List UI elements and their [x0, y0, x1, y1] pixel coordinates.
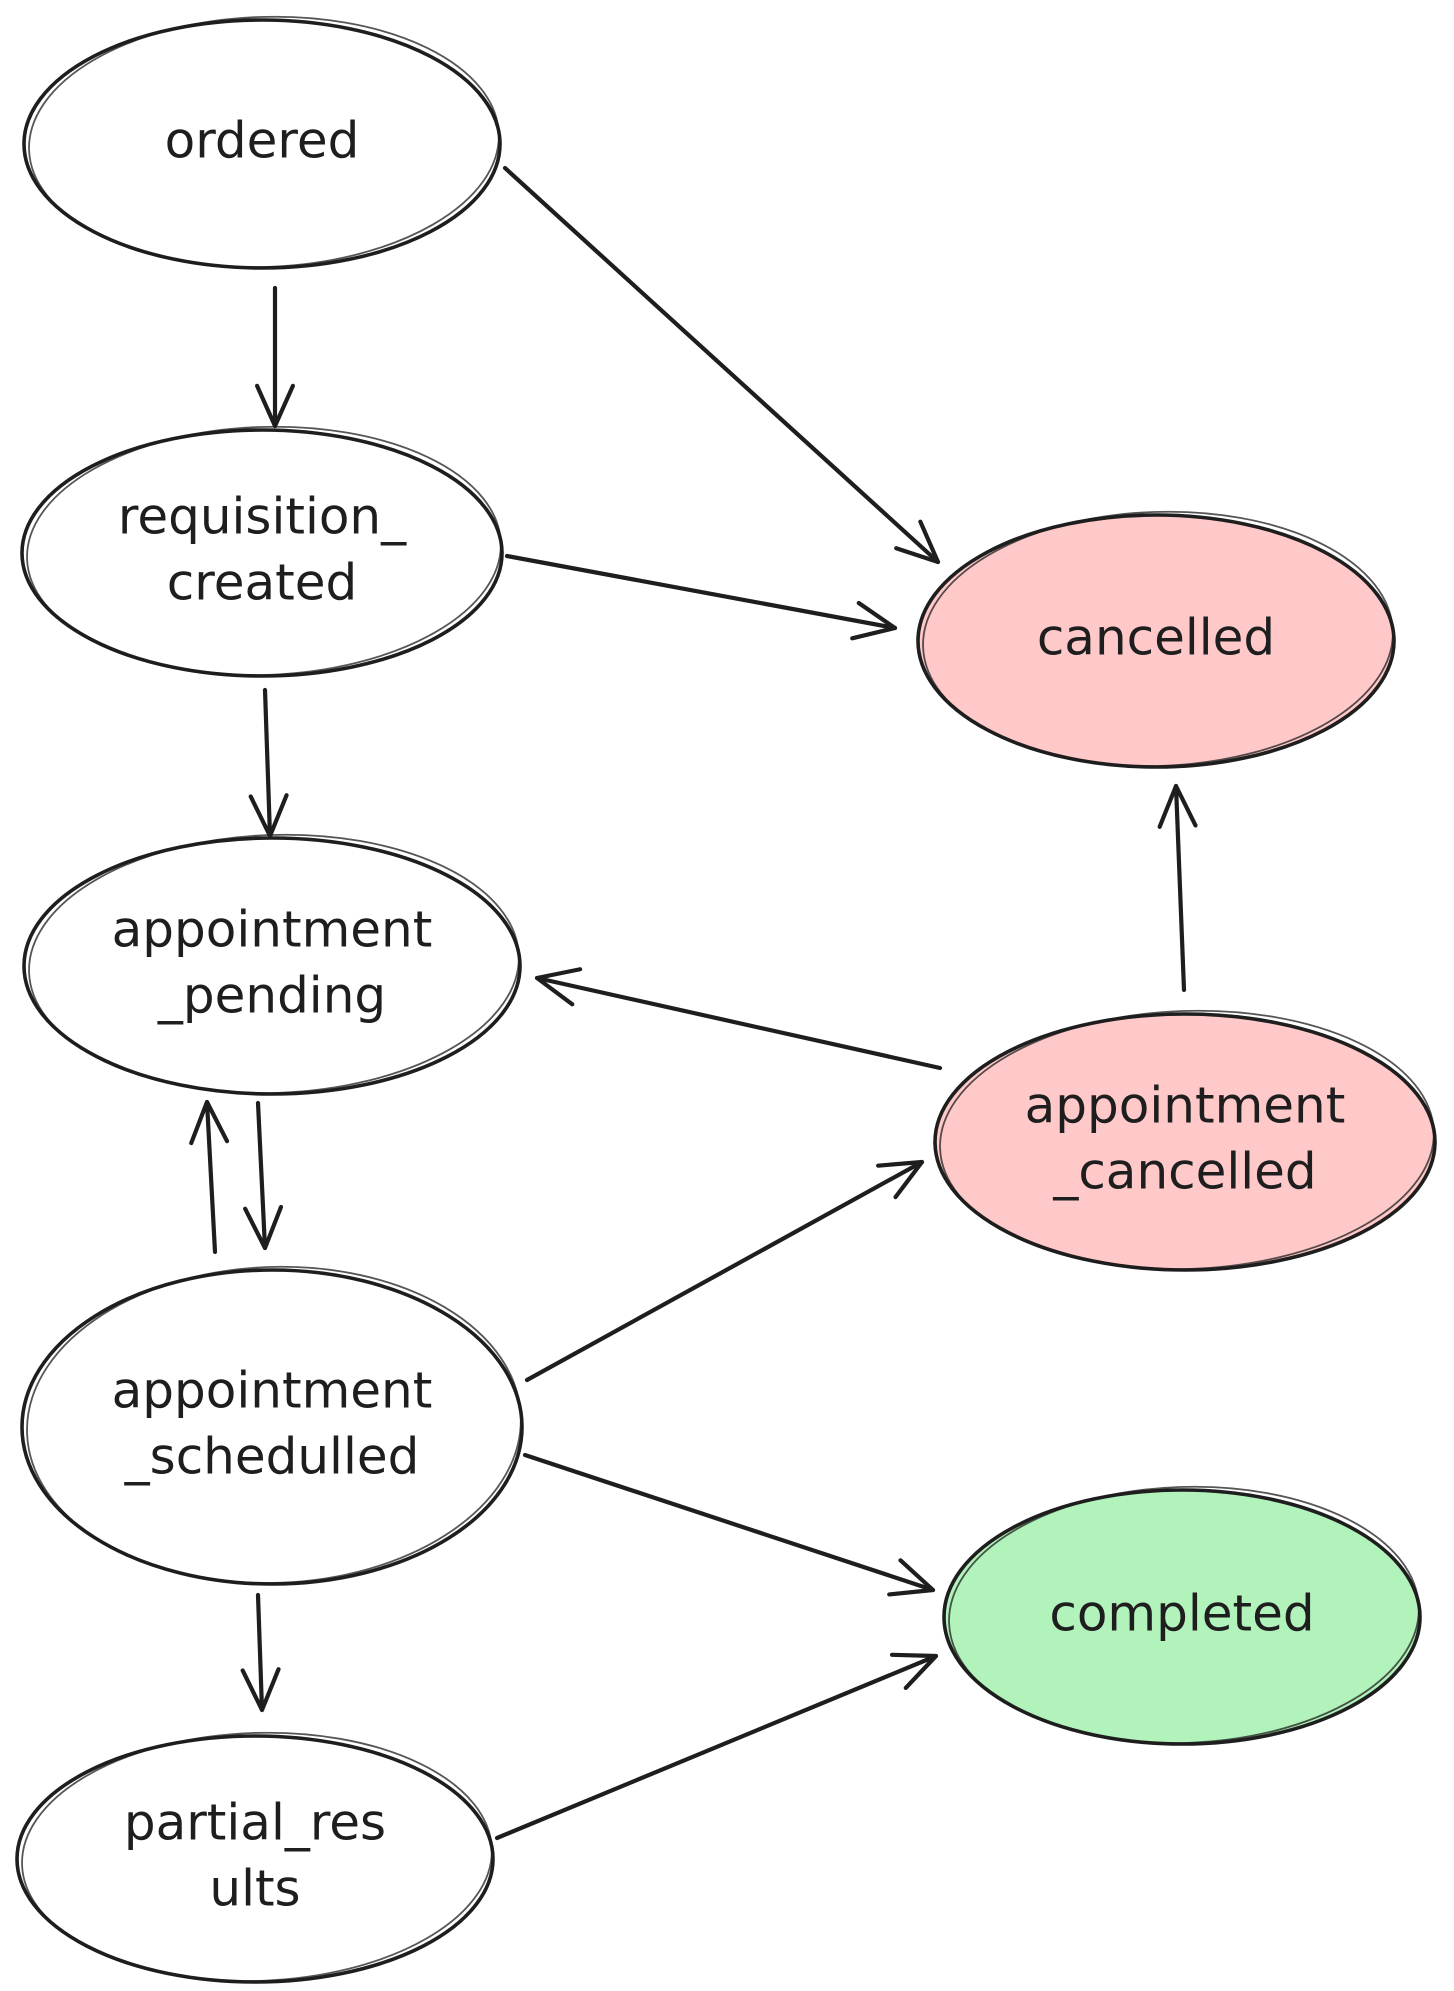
state-ellipse-sketch: [21, 1731, 493, 1983]
edge-appointment-cancelled-to-cancelled: [1157, 783, 1198, 993]
state-label: partial_res: [124, 1794, 386, 1852]
edge-appointment-cancelled-to-appointment-pending: [534, 967, 943, 1071]
edge-line: [255, 1592, 265, 1713]
state-node-ordered: ordered: [22, 15, 502, 270]
state-label: ordered: [165, 112, 360, 170]
state-node-appointment-cancelled: appointment _cancelled: [933, 1009, 1437, 1272]
state-ellipse-sketch: [28, 833, 520, 1095]
state-node-appointment-pending: appointment _pending: [22, 833, 522, 1096]
arrowhead-icon: [240, 1667, 281, 1713]
state-label: appointment: [112, 1362, 433, 1420]
edge-requisition-created-to-cancelled: [504, 553, 898, 641]
state-label: _pending: [157, 967, 386, 1025]
edge-appointment-pending-to-appointment-schedulled: [243, 1100, 284, 1251]
state-label: _cancelled: [1052, 1143, 1316, 1201]
state-ellipse: [22, 836, 522, 1096]
arrowhead-icon: [189, 1099, 230, 1146]
edges-layer: [189, 165, 1198, 1841]
edge-line: [255, 1100, 268, 1251]
edge-ordered-to-cancelled: [502, 165, 941, 565]
state-ellipse: [942, 1488, 1422, 1746]
state-label: completed: [1049, 1585, 1314, 1643]
arrowhead-icon: [894, 519, 941, 565]
state-ellipse-sketch: [922, 510, 1394, 768]
state-label: appointment: [112, 901, 433, 959]
state-node-appointment-schedulled: appointment _schedulled: [20, 1265, 524, 1586]
state-ellipse-sketch: [26, 425, 502, 677]
arrowhead-icon: [534, 967, 583, 1007]
arrowhead-icon: [876, 1159, 925, 1200]
edge-requisition-created-to-appointment-pending: [248, 687, 289, 839]
state-ellipse-sketch: [939, 1009, 1435, 1271]
state-ellipse-sketch: [26, 1265, 522, 1584]
edge-appointment-schedulled-to-appointment-pending: [189, 1099, 230, 1255]
state-ellipse: [15, 1734, 495, 1984]
arrowhead-icon: [1157, 783, 1198, 829]
state-ellipse: [933, 1012, 1437, 1272]
state-node-completed: completed: [942, 1485, 1422, 1746]
arrowhead-icon: [243, 1204, 284, 1251]
edge-appointment-schedulled-to-appointment-cancelled: [524, 1159, 925, 1383]
arrowhead-icon: [889, 1652, 939, 1691]
edge-line: [534, 975, 943, 1071]
state-ellipse-sketch: [28, 15, 500, 269]
edge-appointment-schedulled-to-completed: [522, 1452, 936, 1597]
arrowhead-icon: [248, 793, 289, 839]
arrowhead-icon: [887, 1558, 936, 1597]
edge-partial-results-to-completed: [494, 1652, 939, 1841]
state-ellipse: [20, 1268, 524, 1586]
state-label: cancelled: [1037, 609, 1275, 667]
edge-line: [1173, 783, 1187, 993]
edge-line: [504, 553, 898, 631]
state-label: ults: [209, 1860, 300, 1918]
edge-line: [494, 1653, 939, 1841]
edge-line: [524, 1159, 925, 1383]
edge-line: [262, 687, 273, 839]
edge-line: [502, 165, 941, 565]
edge-ordered-to-requisition-created: [254, 285, 296, 429]
state-ellipse: [916, 513, 1396, 769]
state-node-cancelled: cancelled: [916, 510, 1396, 769]
nodes-layer: ordered requisition_created appointment _pe…: [15, 15, 1437, 1984]
state-node-requisition-created: requisition_created: [20, 425, 504, 678]
edge-line: [522, 1452, 936, 1593]
state-ellipse: [22, 18, 502, 270]
edge-line: [204, 1099, 218, 1255]
state-label: appointment: [1025, 1077, 1346, 1135]
edge-appointment-schedulled-to-partial-results: [240, 1592, 281, 1713]
state-label: created: [167, 554, 357, 612]
state-ellipse: [20, 428, 504, 678]
arrowhead-icon: [850, 600, 898, 641]
state-ellipse-sketch: [948, 1485, 1420, 1745]
state-label: requisition_: [118, 488, 407, 546]
state-label: _schedulled: [124, 1428, 420, 1486]
